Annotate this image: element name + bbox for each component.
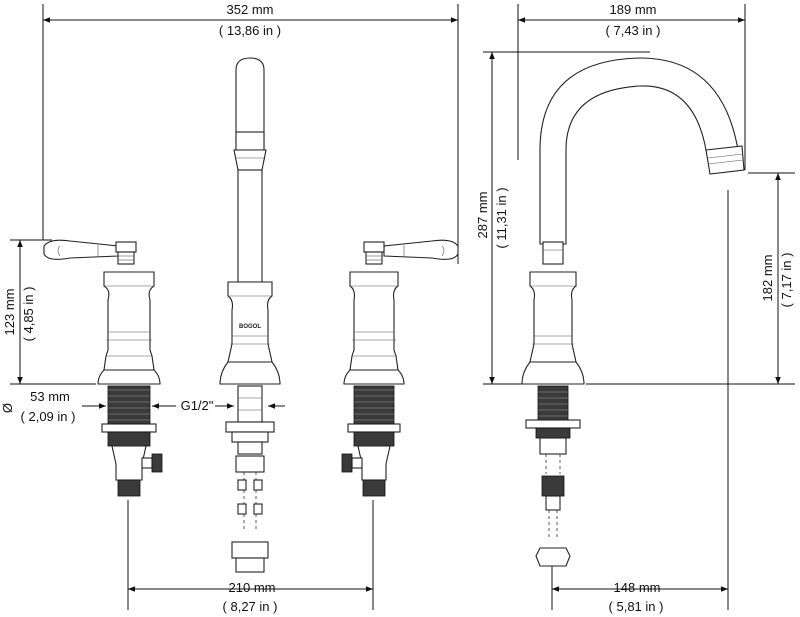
base-offset-mm: 148 mm	[614, 580, 661, 595]
handle-spacing-mm: 210 mm	[229, 580, 276, 595]
left-handle-valve	[43, 239, 163, 497]
spout-height-inch: ( 11,31 in )	[494, 187, 509, 248]
brand-label: BOGOL	[239, 324, 261, 330]
side-view-spout	[521, 57, 745, 567]
hole-diameter-inch: ( 2,09 in )	[21, 409, 76, 424]
handle-height-mm: 123 mm	[2, 289, 17, 336]
overall-width-mm: 352 mm	[227, 2, 274, 17]
base-offset-inch: ( 5,81 in )	[609, 599, 664, 614]
outlet-height-inch: ( 7,17 in )	[779, 253, 794, 308]
handle-spacing-inch: ( 8,27 in )	[223, 599, 278, 614]
overall-width-inch: ( 13,86 in )	[219, 23, 281, 38]
handle-height-inch: ( 4,85 in )	[21, 287, 36, 342]
spout-height-mm: 287 mm	[475, 192, 490, 239]
hole-diameter-mm: 53 mm	[30, 389, 70, 404]
right-handle-valve	[341, 239, 459, 497]
connection-thread-label: G1/2"	[181, 398, 214, 413]
dimension-lines	[10, 4, 795, 610]
spout-reach-mm: 189 mm	[610, 2, 657, 17]
spout-reach-inch: ( 7,43 in )	[606, 23, 661, 38]
outlet-height-mm: 182 mm	[760, 255, 775, 302]
center-spout-front: BOGOL	[219, 57, 281, 573]
hole-diameter-symbol: Ø	[0, 403, 15, 413]
